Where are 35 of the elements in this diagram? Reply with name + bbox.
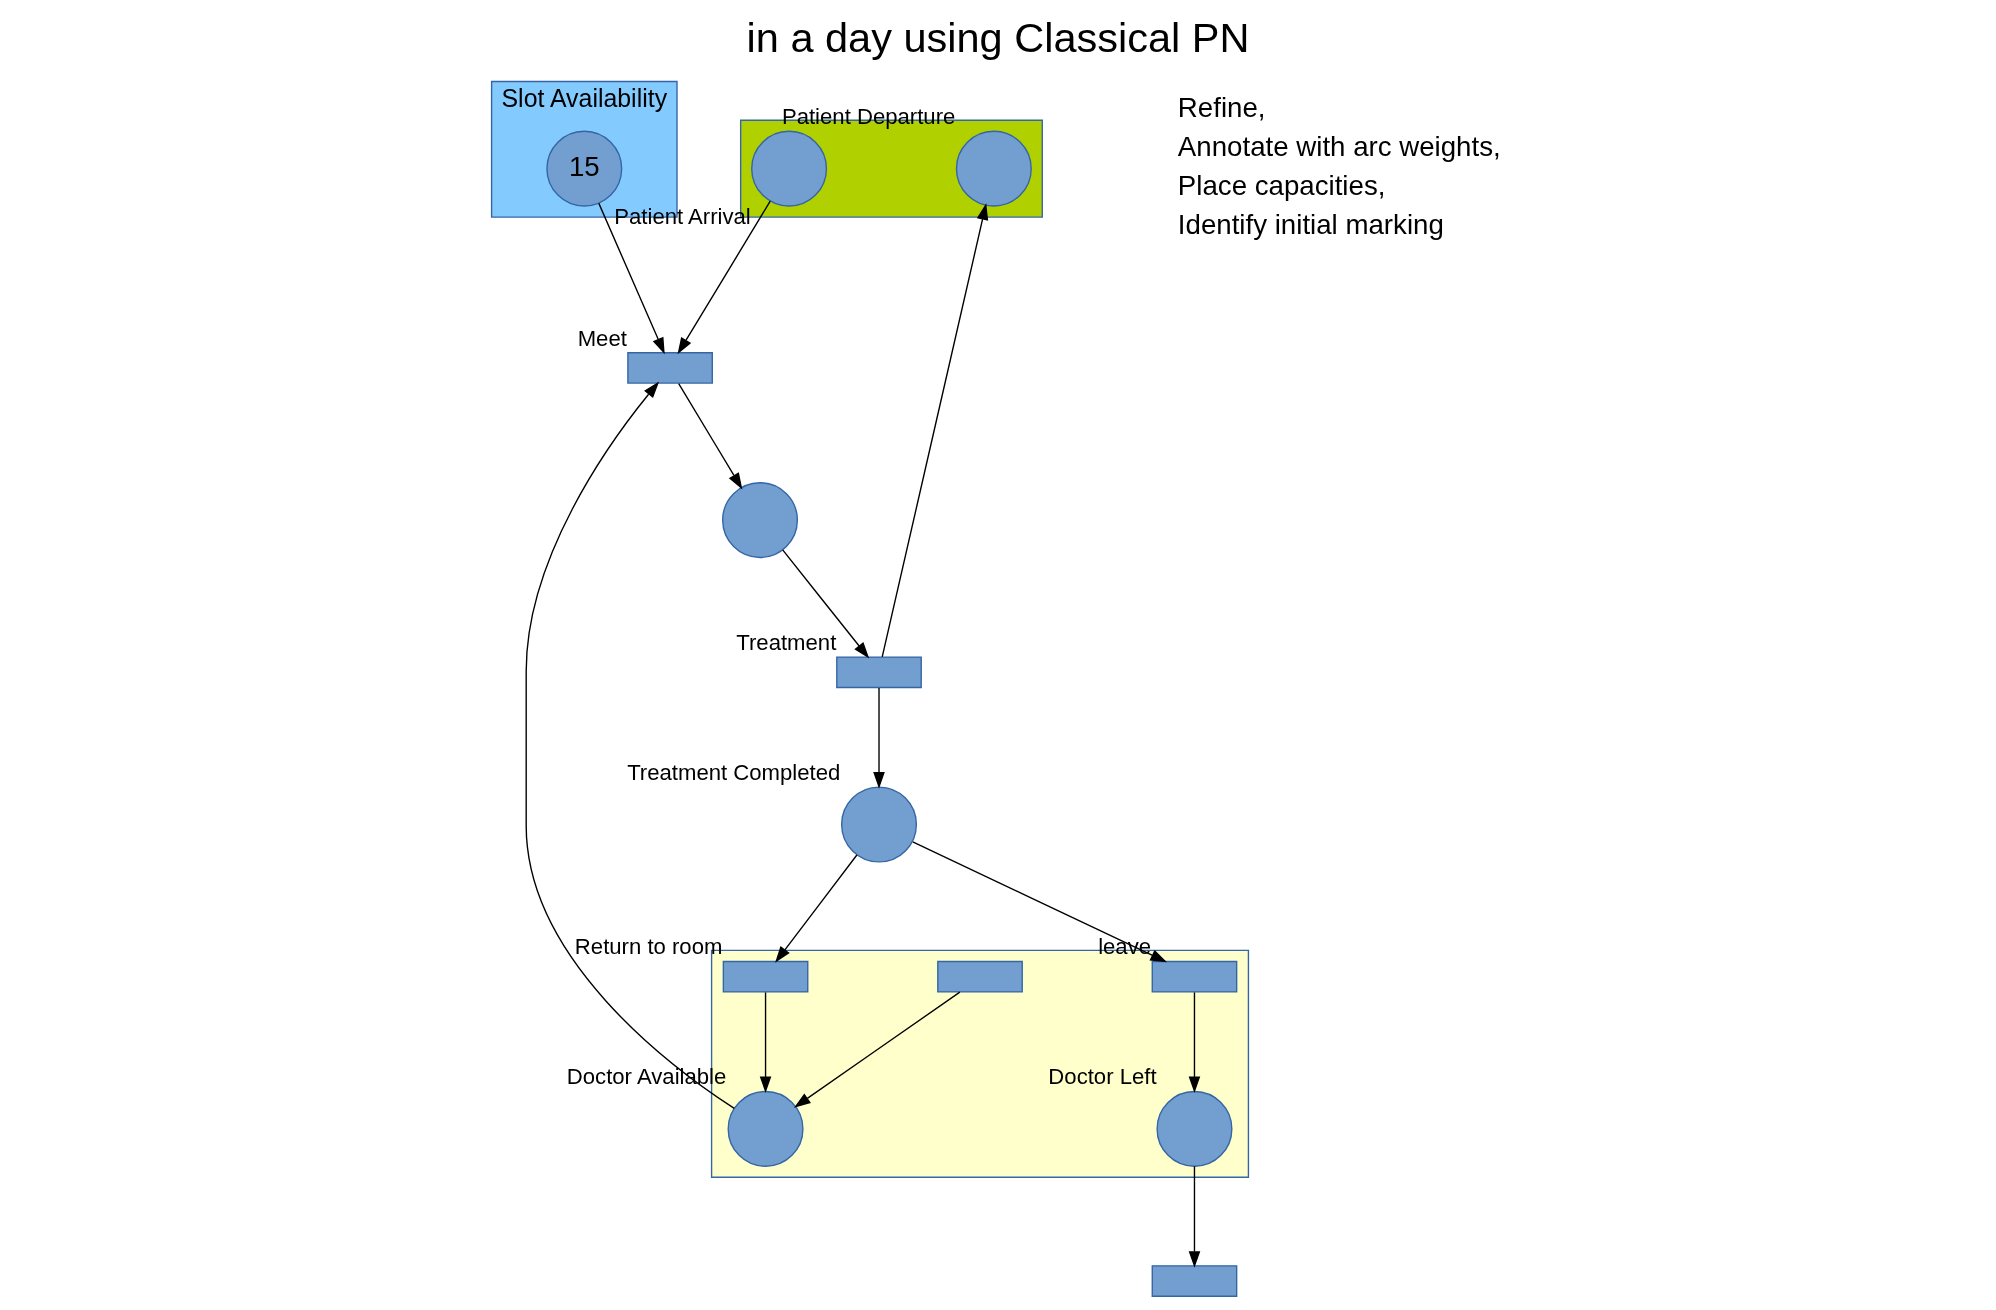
arrow (794, 991, 961, 1108)
node-bar (627, 352, 713, 384)
diagram-title: in a day using Classical PN (746, 14, 1250, 62)
label: Annotate with arc weights, (1177, 131, 1501, 163)
arrow (873, 687, 885, 789)
node-bar (1151, 1265, 1238, 1297)
arrow (677, 200, 771, 355)
node-label: Doctor Left (1048, 1064, 1157, 1090)
node-label: Return to room (574, 934, 723, 960)
node-circle (840, 786, 918, 863)
label: Refine, (1177, 92, 1266, 124)
node-label: Meet (577, 325, 627, 351)
arrow (912, 841, 1167, 963)
node-label: Treatment (736, 629, 837, 655)
label: Place capacities, (1177, 169, 1386, 201)
arrow (775, 854, 858, 963)
arrow (1188, 1165, 1201, 1268)
arrow (881, 203, 989, 658)
arrow (598, 202, 665, 355)
arrow (1188, 991, 1201, 1094)
node-bar (937, 960, 1023, 993)
node-bar (722, 960, 809, 993)
label: Identify initial marking (1177, 208, 1444, 240)
arrow (782, 549, 870, 659)
arrow (759, 991, 772, 1094)
node-circle: 15 (546, 130, 623, 207)
node-circle (721, 482, 799, 559)
node-bar (836, 656, 922, 689)
arrow (678, 382, 743, 490)
node-circle (955, 130, 1032, 207)
node-bar (1151, 960, 1238, 993)
node-circle (1156, 1090, 1233, 1167)
node-circle (751, 130, 828, 207)
node-label: Treatment Completed (627, 759, 841, 785)
node-circle (727, 1090, 804, 1167)
